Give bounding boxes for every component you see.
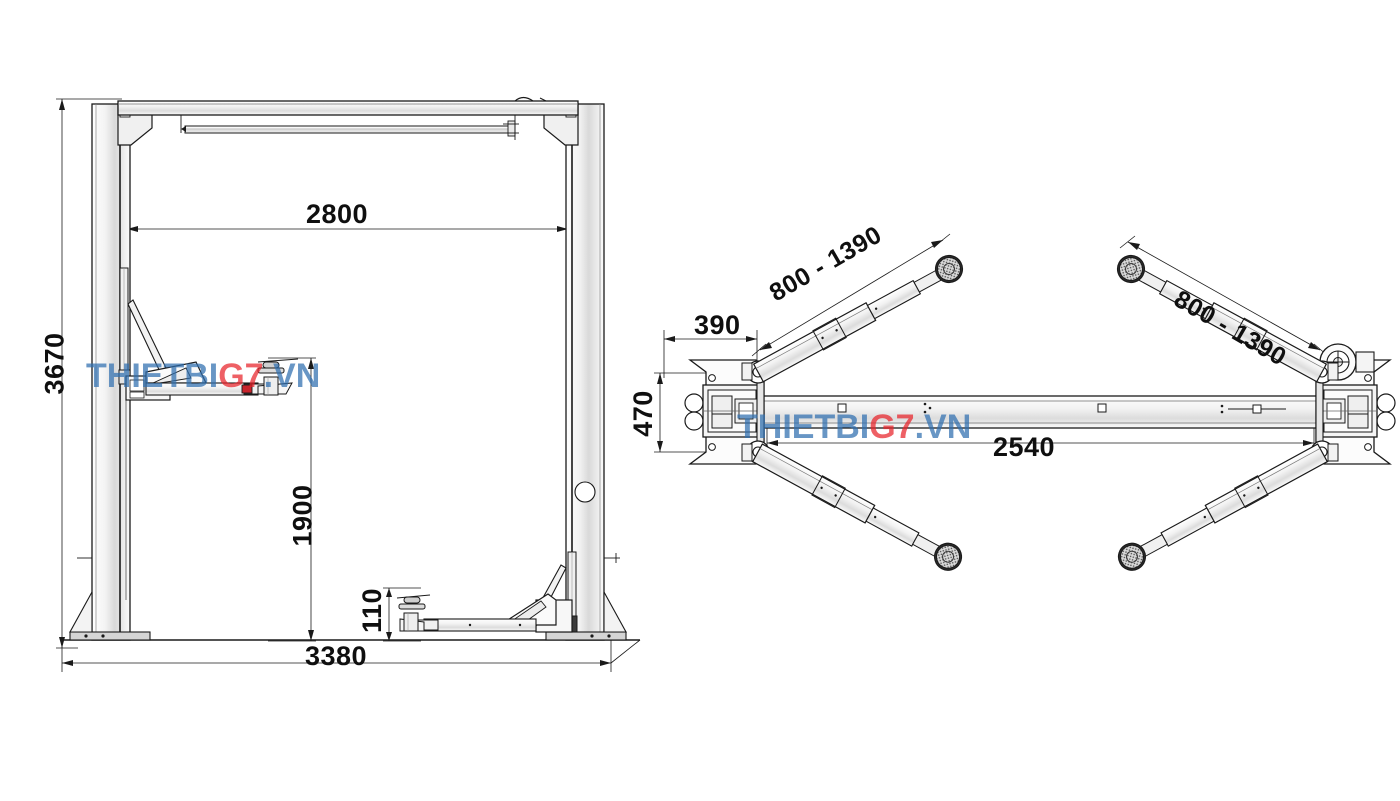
plan-main-beam [759,395,1321,429]
left-carriage-raised [118,267,299,401]
dimension-label-min-pad-height: 110 [357,587,388,634]
dimension-label-post-center-distance: 2540 [993,432,1056,462]
plan-view-dimension-lines [654,233,1329,453]
plan-arm-left-upper [752,250,968,383]
top-plan-view [654,233,1396,576]
floor-line [61,639,641,664]
plan-arm-left-lower [751,443,967,576]
front-elevation-view [56,96,641,672]
plan-arm-right-upper [1112,250,1328,383]
dimension-label-lifting-height: 1900 [287,484,318,547]
right-arm-pad [396,594,431,632]
right-post [543,103,627,641]
left-post [69,103,153,641]
plan-arm-right-lower [1113,443,1329,576]
top-crossbeam [117,96,579,116]
left-arm-pad [257,358,299,396]
dimension-label-clear-width: 2800 [306,199,369,229]
dimension-label-carriage-depth: 390 [694,310,741,340]
right-carriage-lowered [396,551,578,633]
dimension-label-carriage-width: 470 [627,390,658,437]
dimension-label-overall-width: 3380 [305,641,368,671]
equalizing-cable-assembly [180,115,519,140]
dimension-label-overall-height: 3670 [39,332,70,395]
plan-left-post-base [684,359,770,465]
